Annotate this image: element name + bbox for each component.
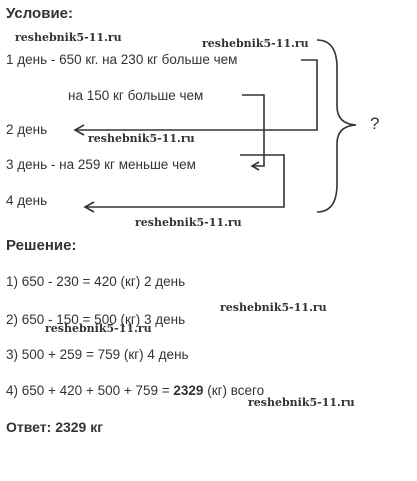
step4-prefix: 4) 650 + 420 + 500 + 759 = [6, 383, 174, 398]
solution-heading: Решение: [6, 237, 77, 254]
solution-step-4: 4) 650 + 420 + 500 + 759 = 2329 (кг) все… [6, 383, 264, 399]
condition-heading: Условие: [6, 5, 74, 22]
question-mark: ? [370, 114, 380, 133]
arrowhead-day4 [83, 201, 95, 213]
day3-line: 3 день - на 259 кг меньше чем [6, 157, 196, 172]
solution-step-3: 3) 500 + 259 = 759 (кг) 4 день [6, 347, 189, 362]
watermark: reshebnik5-11.ru [45, 322, 152, 335]
step4-suffix: (кг) всего [203, 383, 265, 398]
answer-value: 2329 кг [55, 419, 104, 435]
right-brace [316, 39, 357, 213]
arrow-day1-to-day2 [76, 59, 318, 131]
day4-line: 4 день [6, 193, 48, 208]
watermark: reshebnik5-11.ru [220, 301, 327, 314]
answer-line: Ответ: 2329 кг [6, 419, 103, 435]
arrow-more150-to-day3 [242, 94, 265, 167]
watermark: reshebnik5-11.ru [135, 216, 242, 229]
answer-label: Ответ: [6, 419, 56, 435]
watermark: reshebnik5-11.ru [15, 31, 122, 44]
step4-total: 2329 [173, 383, 204, 398]
more150-line: на 150 кг больше чем [68, 88, 204, 103]
solution-step-2: 2) 650 - 150 = 500 (кг) 3 день [6, 312, 186, 327]
arrow-day3-to-day4 [86, 154, 285, 208]
arrowhead-day2 [73, 124, 85, 136]
day1-line: 1 день - 650 кг. на 230 кг больше чем [6, 52, 238, 67]
watermark: reshebnik5-11.ru [202, 37, 309, 50]
arrowhead-day3 [250, 161, 260, 171]
watermark: reshebnik5-11.ru [248, 396, 355, 409]
solution-step-1: 1) 650 - 230 = 420 (кг) 2 день [6, 274, 186, 289]
watermark: reshebnik5-11.ru [88, 132, 195, 145]
day2-line: 2 день [6, 122, 48, 137]
